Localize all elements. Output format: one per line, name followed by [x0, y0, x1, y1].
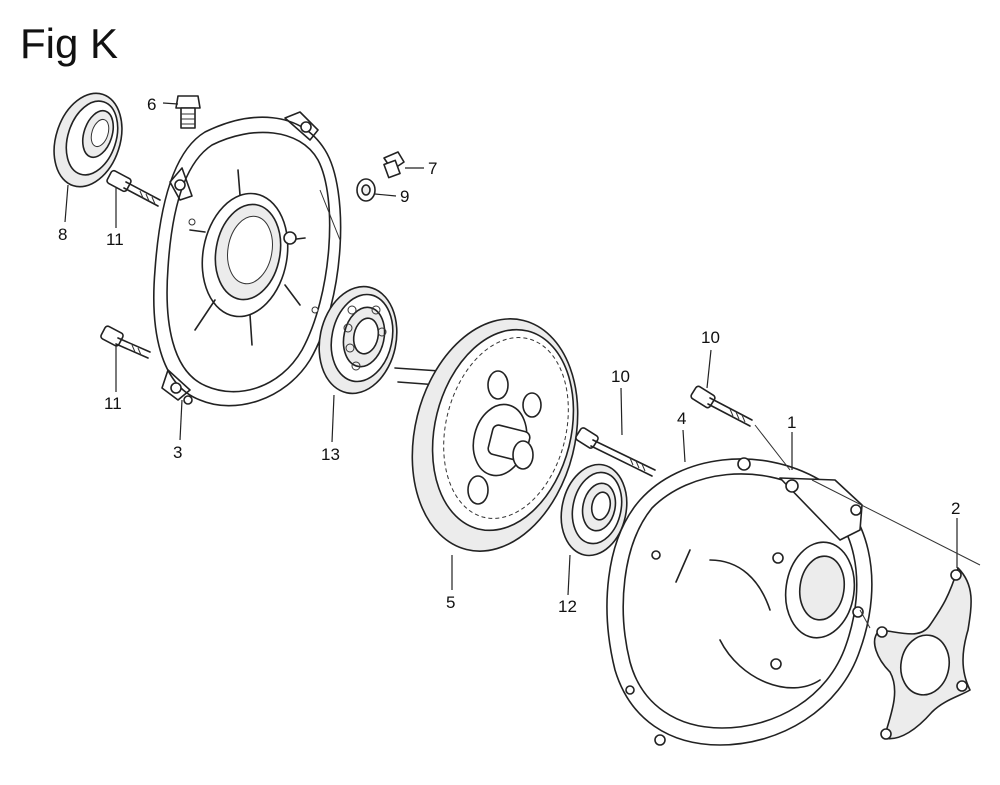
leader-lines [64, 102, 981, 629]
part-2-plate [873, 567, 972, 740]
callout-8: 8 [58, 225, 67, 244]
part-6-bolt [175, 95, 201, 129]
callout-13: 13 [321, 445, 340, 464]
part-10-bolt-right [690, 385, 753, 427]
callout-5: 5 [446, 593, 455, 612]
callout-11-lower: 11 [104, 394, 122, 413]
callout-6: 6 [147, 95, 156, 114]
callout-3: 3 [173, 443, 182, 462]
part-9-washer [356, 178, 376, 202]
part-3-case-cover [153, 111, 342, 407]
part-11-bolt-upper [106, 169, 161, 207]
callout-4: 4 [677, 409, 686, 428]
callout-10-left: 10 [611, 367, 630, 386]
callout-labels: 6 7 9 8 11 11 3 13 5 12 10 10 4 1 2 [58, 95, 960, 616]
callout-9: 9 [400, 187, 409, 206]
part-13-bearing [318, 285, 398, 395]
callout-11-upper: 11 [106, 230, 124, 249]
callout-12: 12 [558, 597, 577, 616]
callout-2: 2 [951, 499, 960, 518]
figure-title: Fig K [20, 20, 118, 67]
callout-10-right: 10 [701, 328, 720, 347]
part-12-bearing [560, 463, 628, 557]
part-8-oil-seal [53, 92, 123, 188]
part-5-ring-gear [394, 318, 579, 552]
part-4-gear-case [606, 457, 873, 746]
part-10-bolt-left [575, 427, 656, 477]
callout-1: 1 [787, 413, 796, 432]
callout-7: 7 [428, 159, 437, 178]
part-7-bolt [383, 151, 405, 179]
part-11-bolt-lower [100, 325, 151, 359]
